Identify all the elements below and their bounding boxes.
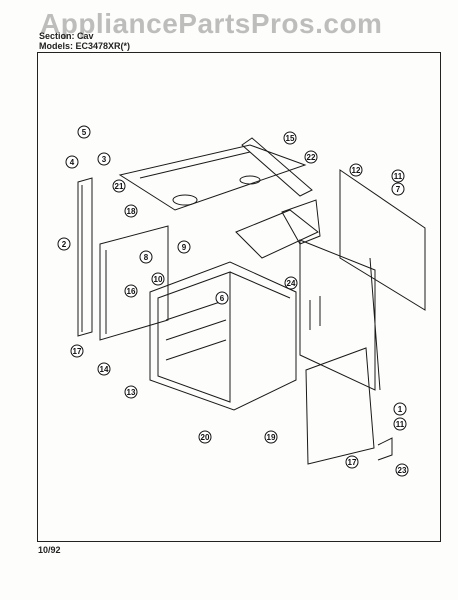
- callout-22: 22: [304, 150, 318, 164]
- callout-23: 23: [395, 463, 409, 477]
- models-label: Models: EC3478XR(*): [39, 41, 131, 51]
- svg-text:11: 11: [396, 420, 405, 429]
- part-trim-strip: [241, 137, 313, 197]
- svg-text:21: 21: [115, 182, 124, 191]
- callout-16: 16: [124, 284, 138, 298]
- svg-text:18: 18: [127, 207, 136, 216]
- callout-13: 13: [124, 385, 138, 399]
- callout-3: 3: [97, 152, 111, 166]
- svg-text:17: 17: [348, 458, 357, 467]
- callout-8: 8: [139, 250, 153, 264]
- callout-6: 6: [215, 291, 229, 305]
- svg-text:7: 7: [396, 185, 401, 194]
- part-rear-panel: [339, 169, 426, 311]
- part-front-bottom-panel: [305, 347, 375, 465]
- svg-text:8: 8: [144, 253, 149, 262]
- callout-1: 1: [393, 402, 407, 416]
- watermark: AppliancePartsPros.com: [40, 8, 383, 39]
- callout-21: 21: [112, 179, 126, 193]
- part-top-cover: [118, 144, 307, 211]
- callout-2: 2: [57, 237, 71, 251]
- callout-17-right: 17: [345, 455, 359, 469]
- callout-24: 24: [284, 276, 298, 290]
- svg-text:6: 6: [220, 294, 225, 303]
- part-oven-cavity: [149, 261, 297, 411]
- svg-text:12: 12: [352, 166, 361, 175]
- callout-9: 9: [177, 240, 191, 254]
- callout-4: 4: [65, 155, 79, 169]
- callout-12: 12: [349, 163, 363, 177]
- part-broiler-pan: [235, 199, 321, 259]
- svg-text:3: 3: [102, 155, 107, 164]
- svg-text:19: 19: [267, 433, 276, 442]
- svg-text:17: 17: [73, 347, 82, 356]
- section-label: Section: Cav: [39, 31, 94, 41]
- callout-19: 19: [264, 430, 278, 444]
- callout-14: 14: [97, 362, 111, 376]
- callout-10: 10: [151, 272, 165, 286]
- svg-text:10: 10: [154, 275, 163, 284]
- callouts: 5 4 3 2 21 18 15 22 12 11 7 9 8 10 16 6 …: [57, 125, 409, 477]
- diagram-frame: [37, 52, 441, 542]
- callout-11-top: 11: [391, 169, 405, 183]
- part-left-side-panel: [99, 225, 169, 341]
- callout-15: 15: [283, 131, 297, 145]
- svg-text:20: 20: [201, 433, 210, 442]
- callout-11-bottom: 11: [393, 417, 407, 431]
- svg-text:5: 5: [82, 128, 87, 137]
- part-side-trim: [77, 177, 93, 337]
- callout-7: 7: [391, 182, 405, 196]
- callout-17-left: 17: [70, 344, 84, 358]
- part-bracket: [377, 437, 393, 461]
- svg-text:23: 23: [398, 466, 407, 475]
- svg-text:9: 9: [182, 243, 187, 252]
- svg-text:22: 22: [307, 153, 316, 162]
- svg-text:2: 2: [62, 240, 67, 249]
- date-code: 10/92: [38, 545, 61, 555]
- callout-18: 18: [124, 204, 138, 218]
- part-side-frame: [299, 239, 381, 391]
- svg-text:13: 13: [127, 388, 136, 397]
- svg-text:15: 15: [286, 134, 295, 143]
- svg-text:11: 11: [394, 172, 403, 181]
- svg-text:16: 16: [127, 287, 136, 296]
- callout-5: 5: [77, 125, 91, 139]
- svg-text:24: 24: [287, 279, 296, 288]
- svg-text:14: 14: [100, 365, 109, 374]
- svg-text:1: 1: [398, 405, 403, 414]
- callout-20: 20: [198, 430, 212, 444]
- svg-text:4: 4: [70, 158, 75, 167]
